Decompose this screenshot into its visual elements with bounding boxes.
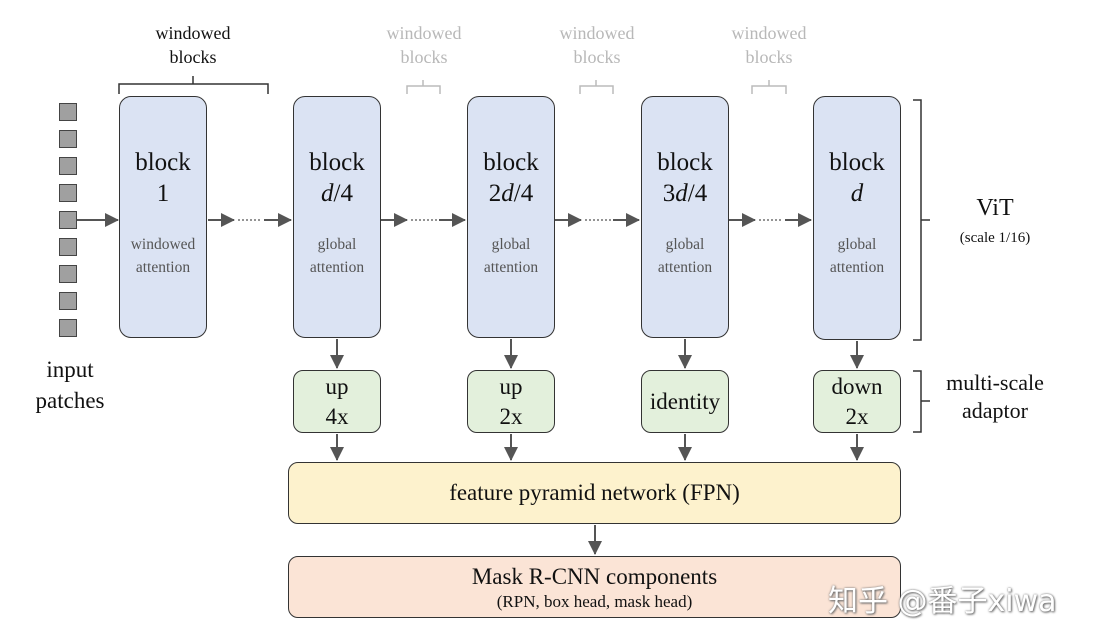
block-3-attention-line-1: global (491, 236, 531, 253)
block-2-title-line-1: block (309, 149, 365, 176)
fpn-label: feature pyramid network (FPN) (449, 480, 740, 505)
patch (59, 184, 77, 202)
block-2-attention: global attention (294, 233, 380, 279)
windowed-label-4-line-1: windowed (731, 23, 807, 43)
mask-rcnn-box: Mask R-CNN components (RPN, box head, ma… (288, 556, 901, 618)
adaptor-up-2x: up 2x (467, 370, 555, 433)
brace-multiscale (913, 370, 930, 433)
input-label-line-2: patches (35, 388, 105, 413)
block-2-title: block d/4 (294, 147, 380, 209)
windowed-blocks-label-3: windowed blocks (537, 21, 657, 69)
patch (59, 103, 77, 121)
patch (59, 319, 77, 337)
windowed-label-3-line-2: blocks (573, 47, 621, 67)
adaptor-2-line-1: up (499, 373, 523, 399)
block-4-attention-line-1: global (665, 236, 705, 253)
adaptor-up-4x: up 4x (293, 370, 381, 433)
mask-rcnn-subtitle: (RPN, box head, mask head) (496, 592, 693, 611)
block-3-attention: global attention (468, 233, 554, 279)
fpn-box: feature pyramid network (FPN) (288, 462, 901, 524)
brace-windowed-4 (751, 80, 787, 94)
multiscale-adaptor-label: multi-scale adaptor (925, 369, 1065, 425)
block-2d-4: block 2d/4 global attention (467, 96, 555, 338)
brace-windowed-1 (118, 76, 269, 94)
block-d: block d global attention (813, 96, 901, 340)
block-1: block 1 windowed attention (119, 96, 207, 338)
windowed-blocks-label-4: windowed blocks (709, 21, 829, 69)
block-2-attention-line-1: global (317, 236, 357, 253)
patch (59, 238, 77, 256)
block-2-title-line-2: d/4 (321, 180, 353, 207)
block-1-attention: windowed attention (120, 233, 206, 279)
brace-windowed-2 (406, 80, 441, 94)
brace-windowed-3 (579, 80, 614, 94)
block-d-4: block d/4 global attention (293, 96, 381, 338)
windowed-label-2-line-1: windowed (386, 23, 462, 43)
brace-vit (913, 99, 930, 341)
block-1-attention-line-1: windowed (130, 236, 196, 253)
adaptor-1-line-1: up (325, 373, 349, 399)
windowed-label-2-line-2: blocks (400, 47, 448, 67)
mask-rcnn-title: Mask R-CNN components (471, 564, 718, 589)
adaptor-identity: identity (641, 370, 729, 433)
block-4-attention: global attention (642, 233, 728, 279)
block-5-attention-line-2: attention (829, 259, 885, 276)
block-3-title-line-2: 2d/4 (488, 180, 534, 207)
block-4-title-line-2: 3d/4 (662, 180, 708, 207)
adaptor-down-2x: down 2x (813, 370, 901, 433)
block-3d-4: block 3d/4 global attention (641, 96, 729, 338)
windowed-label-4-line-2: blocks (745, 47, 793, 67)
block-3-title-line-1: block (483, 149, 539, 176)
vit-label: ViT (976, 195, 1014, 221)
patch (59, 211, 77, 229)
windowed-blocks-label-1: windowed blocks (133, 21, 253, 69)
patch (59, 292, 77, 310)
multiscale-line-2: adaptor (962, 398, 1028, 423)
windowed-label-3-line-1: windowed (559, 23, 635, 43)
block-3-attention-line-2: attention (483, 259, 539, 276)
windowed-label-1-line-1: windowed (155, 23, 231, 43)
vit-scale-label: (scale 1/16) (959, 230, 1031, 246)
adaptor-4-line-2: 2x (845, 403, 869, 429)
patch (59, 157, 77, 175)
input-patches-label: input patches (20, 354, 120, 416)
block-5-attention: global attention (814, 233, 900, 279)
block-5-title-line-1: block (829, 149, 885, 176)
adaptor-1-line-2: 4x (325, 403, 349, 429)
watermark: 知乎 @番子xiwa (828, 584, 1057, 619)
patch (59, 130, 77, 148)
block-1-title: block 1 (120, 147, 206, 209)
windowed-label-1-line-2: blocks (169, 47, 217, 67)
patch (59, 265, 77, 283)
multiscale-line-1: multi-scale (946, 370, 1044, 395)
block-1-title-line-2: 1 (156, 180, 170, 207)
block-2-attention-line-2: attention (309, 259, 365, 276)
block-1-title-line-1: block (135, 149, 191, 176)
block-1-attention-line-2: attention (135, 259, 191, 276)
block-3-title: block 2d/4 (468, 147, 554, 209)
block-5-title: block d (814, 147, 900, 209)
adaptor-4-line-1: down (831, 373, 883, 399)
block-4-attention-line-2: attention (657, 259, 713, 276)
windowed-blocks-label-2: windowed blocks (364, 21, 484, 69)
adaptor-3-line-1: identity (649, 388, 721, 414)
adaptor-2-line-2: 2x (499, 403, 523, 429)
block-5-attention-line-1: global (837, 236, 877, 253)
input-label-line-1: input (46, 357, 94, 382)
block-5-title-line-2: d (850, 180, 864, 207)
block-4-title-line-1: block (657, 149, 713, 176)
block-4-title: block 3d/4 (642, 147, 728, 209)
